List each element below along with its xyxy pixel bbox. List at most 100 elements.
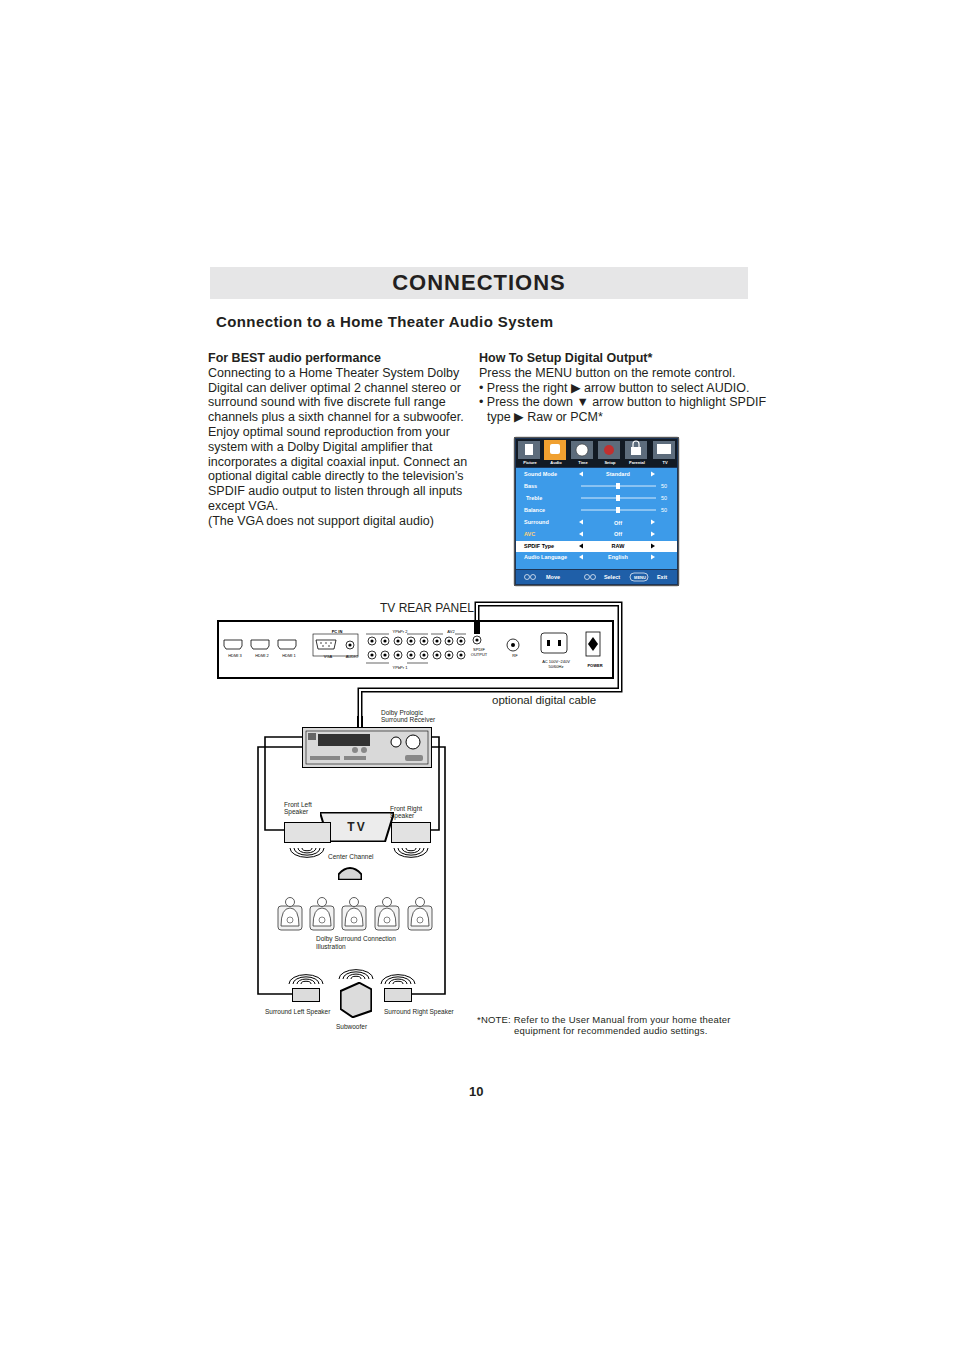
rear-panel-ports xyxy=(224,621,600,727)
rear-panel-ports-part-part xyxy=(541,633,567,653)
menu-screen-part-part xyxy=(585,575,590,580)
body-text: Connecting to a Home Theater System Dolb… xyxy=(208,366,480,425)
section-heading: For BEST audio performance xyxy=(208,351,480,366)
page-title: CONNECTIONS xyxy=(210,269,748,297)
listener-figure xyxy=(342,898,366,931)
section-heading: How To Setup Digital Output* xyxy=(479,351,779,366)
menu-screen-part-part xyxy=(651,555,655,560)
sound-wave xyxy=(343,972,369,979)
rear-panel-ports-part xyxy=(368,637,376,645)
body-text: Enjoy optimal sound reproduction from yo… xyxy=(208,425,480,514)
menu-screen-part xyxy=(581,486,656,510)
note-text: Dolby Surround Connection Illustration xyxy=(316,935,398,951)
sound-wave xyxy=(302,848,312,851)
surround-receiver: Dolby Prologic Surround Receiver xyxy=(302,727,432,768)
rear-panel-ports-part xyxy=(394,637,402,645)
menu-screen-part xyxy=(514,437,679,586)
node-text: TV REAR PANEL xyxy=(380,602,474,614)
sound-wave xyxy=(294,848,320,855)
menu-screen-part xyxy=(516,439,677,467)
listener-figure-part xyxy=(286,898,295,907)
part-label: Center Channel xyxy=(328,854,374,861)
node-text: TV xyxy=(662,461,667,465)
part-label: Front Left Speaker xyxy=(284,801,324,816)
sound-wave xyxy=(385,977,411,984)
part-label: TV xyxy=(347,821,366,833)
menu-screen-part xyxy=(516,468,677,569)
rear-panel-ports-part-part xyxy=(407,634,428,635)
menu-screen-part xyxy=(653,441,675,459)
cable-inner xyxy=(360,604,620,727)
receiver-front-part xyxy=(391,737,401,747)
node-text: Balance xyxy=(524,508,545,514)
node-text: Surround xyxy=(524,520,549,526)
listener-figure-part xyxy=(318,898,327,907)
menu-screen-part xyxy=(571,441,593,459)
cable-outer xyxy=(360,604,620,727)
tv-set: TV xyxy=(320,812,394,842)
menu-screen-box: PictureAudioTimeSetupParentalTVSound Mod… xyxy=(514,437,679,586)
receiver-front-part xyxy=(310,756,340,760)
body-text: • Press the down ▼ arrow button to highl… xyxy=(479,395,779,425)
part-label: Surround Left Speaker xyxy=(265,1009,330,1016)
rear-panel-ports-part-part xyxy=(547,640,550,646)
text-column: For BEST audio performanceConnecting to … xyxy=(208,351,480,529)
receiver-front-part xyxy=(318,734,370,746)
rear-panel-ports-part xyxy=(394,651,402,659)
node-text: AVC xyxy=(524,532,535,538)
menu-screen-part xyxy=(598,441,620,459)
node-text: PC IN xyxy=(332,630,343,634)
menu-screen-part-part xyxy=(579,520,583,525)
listener-figure-part xyxy=(350,898,359,907)
rear-panel-ports-part xyxy=(381,651,389,659)
menu-screen-part xyxy=(616,495,620,501)
sound-wave xyxy=(406,848,416,851)
menu-screen-part xyxy=(550,444,560,454)
menu-screen-part xyxy=(579,472,655,560)
rear-panel-ports-part-part xyxy=(278,640,296,649)
receiver-front-part xyxy=(406,735,420,749)
receiver-front-part xyxy=(344,756,366,760)
menu-screen-part-part xyxy=(651,472,655,477)
sound-wave xyxy=(289,975,323,984)
listener-figure-part xyxy=(408,906,432,930)
menu-screen-part xyxy=(616,507,620,513)
body-text: • Press the right ▶ arrow button to sele… xyxy=(479,381,779,396)
wire-line xyxy=(431,737,439,830)
menu-screen-part-part xyxy=(579,544,583,549)
sound-wave xyxy=(293,977,319,984)
node-text: Setup xyxy=(604,461,615,465)
rear-panel-ports-part-part xyxy=(224,640,242,649)
speaker-wire xyxy=(412,747,445,994)
receiver-front-part xyxy=(302,727,432,768)
node-text: HDMI 3 xyxy=(228,654,242,658)
sound-wave xyxy=(339,970,373,979)
wire-line xyxy=(258,747,302,994)
node-text: Off xyxy=(614,521,622,527)
listener-figures xyxy=(278,898,432,931)
listener-figure-part xyxy=(384,917,390,923)
listener-figure xyxy=(310,898,334,931)
sound-wave xyxy=(393,981,403,984)
edge-label: optional digital cable xyxy=(490,694,598,706)
center-speaker-outline xyxy=(338,866,362,880)
rear-panel-ports-part xyxy=(457,651,465,659)
listener-figure-part xyxy=(345,908,363,926)
rear-panel-ports-part xyxy=(511,643,515,647)
tv-set-shape xyxy=(320,813,394,842)
rear-panel-ports-part xyxy=(474,621,480,634)
rear-panel-ports-part xyxy=(407,651,415,659)
part-label: Dolby Prologic Surround Receiver xyxy=(381,709,443,724)
receiver-front xyxy=(302,727,432,768)
node-text: HDMI 2 xyxy=(255,654,269,658)
node-text: Audio xyxy=(550,461,561,465)
menu-screen-part xyxy=(633,441,639,447)
node-text: Move xyxy=(546,575,560,581)
node-text: Bass xyxy=(524,484,537,490)
rear-panel-ports-part-part xyxy=(455,634,466,635)
menu-screen-part-part xyxy=(531,575,536,580)
listener-figure-part xyxy=(310,906,334,930)
part-label: Subwoofer xyxy=(336,1024,367,1031)
menu-screen-part xyxy=(576,444,588,456)
front-left-speaker: Front Left Speaker xyxy=(284,822,331,843)
